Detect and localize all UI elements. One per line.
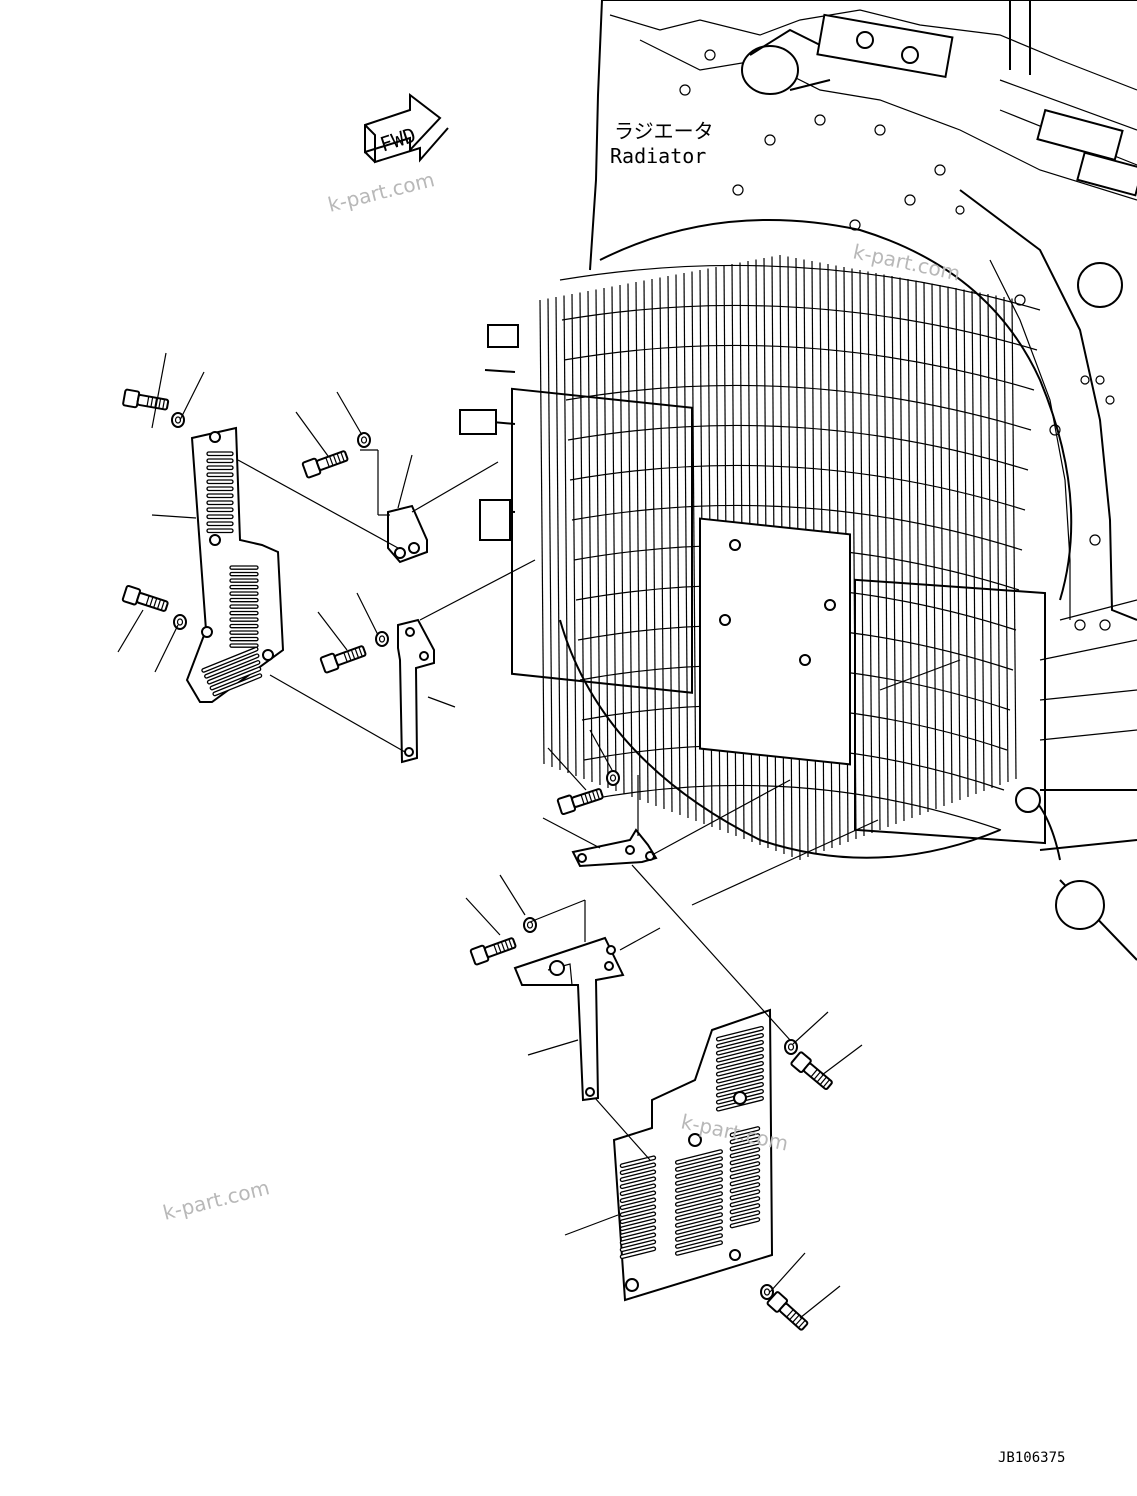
radiator-label-jp: ラジエータ — [614, 119, 714, 143]
radiator-callout: ラジエータ Radiator — [610, 119, 714, 168]
bolt — [556, 788, 604, 816]
bolt — [790, 1051, 833, 1091]
bolt — [469, 937, 517, 966]
drawing-id: JB106375 — [998, 1450, 1065, 1466]
washer — [375, 631, 389, 647]
fwd-arrow: FWD — [364, 92, 449, 164]
bolts — [121, 388, 833, 1331]
washer — [760, 1284, 774, 1300]
engine-housing — [589, 0, 1137, 961]
watermark: k-part.com — [160, 1175, 271, 1225]
washer — [606, 770, 620, 786]
washer — [173, 614, 187, 630]
bolt — [122, 388, 170, 411]
washer — [357, 432, 371, 448]
leader-lines — [117, 352, 961, 1319]
washer — [171, 412, 185, 428]
bolt — [766, 1291, 809, 1331]
brackets — [387, 504, 658, 1102]
radiator-core — [459, 219, 1073, 861]
watermark: k-part.com — [325, 167, 436, 217]
left-guard-plate — [185, 426, 285, 703]
bottom-guard-plate — [612, 1008, 774, 1302]
bolt — [301, 450, 349, 479]
bolt — [121, 584, 169, 612]
bolt — [319, 645, 367, 674]
radiator-label-en: Radiator — [610, 144, 706, 168]
